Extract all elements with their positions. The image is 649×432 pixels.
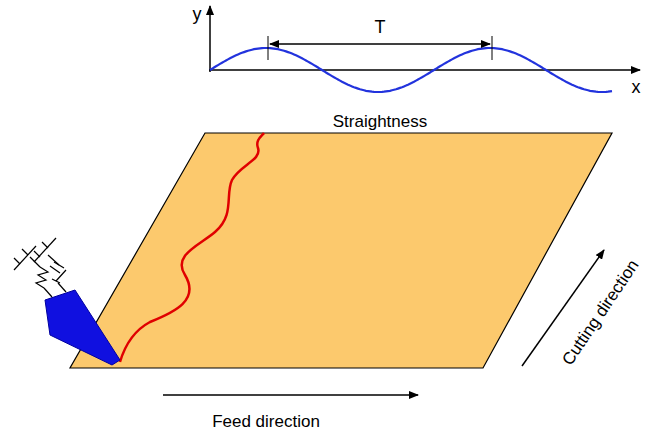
direction-label: Cutting direction — [559, 256, 642, 367]
dimension-label: T — [375, 18, 386, 36]
dimension-arrow — [270, 44, 490, 45]
cut-path — [120, 133, 264, 362]
workpiece — [70, 133, 612, 368]
feed-arrow — [163, 394, 418, 396]
tick — [492, 36, 493, 60]
cutting-tool — [45, 290, 120, 365]
y-axis — [209, 6, 211, 72]
tick — [268, 36, 269, 60]
direction-label: Feed direction — [212, 413, 320, 430]
x-axis — [209, 69, 640, 71]
sine-wave — [210, 48, 612, 92]
axis-label: y — [193, 5, 202, 23]
axis-label: x — [632, 78, 641, 96]
dimension-arrow — [270, 44, 490, 45]
figure-label: Straightness — [333, 113, 428, 130]
spring-damper — [14, 238, 66, 297]
